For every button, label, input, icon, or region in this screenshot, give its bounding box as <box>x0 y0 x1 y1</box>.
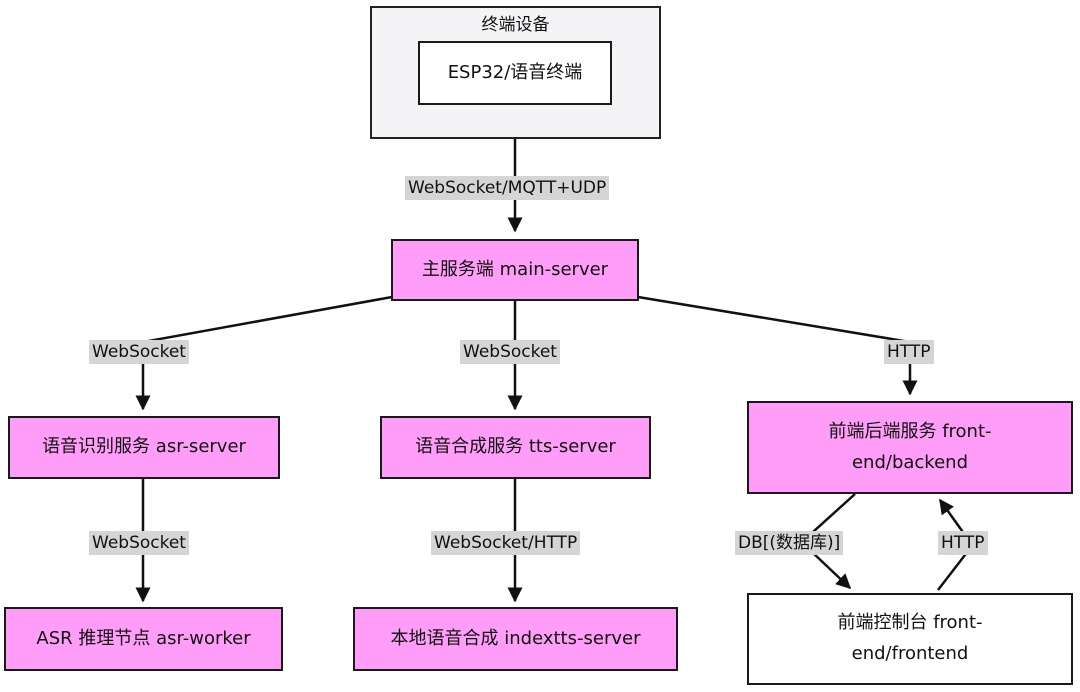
edge-label-main-backend: HTTP <box>884 340 934 365</box>
edge-label-main-asr: WebSocket <box>89 340 189 365</box>
node-indextts-server[interactable]: 本地语音合成 indextts-server <box>353 607 678 671</box>
node-frontend-frontend[interactable]: 前端控制台 front- end/frontend <box>747 593 1073 685</box>
edge-label-frontend-backend: HTTP <box>938 531 988 556</box>
node-main-server[interactable]: 主服务端 main-server <box>391 239 639 301</box>
node-indextts-server-label: 本地语音合成 indextts-server <box>390 627 641 649</box>
node-frontend-frontend-line2: end/frontend <box>851 643 969 664</box>
node-tts-server[interactable]: 语音合成服务 tts-server <box>380 416 651 479</box>
node-tts-server-label: 语音合成服务 tts-server <box>415 436 616 458</box>
edge-label-tts-indextts: WebSocket/HTTP <box>431 531 581 556</box>
node-esp32-label: ESP32/语音终端 <box>447 61 583 83</box>
node-frontend-backend-line1: 前端后端服务 front- <box>828 420 992 442</box>
edge-label-asr-worker: WebSocket <box>89 531 189 556</box>
node-frontend-backend[interactable]: 前端后端服务 front- end/backend <box>747 401 1073 494</box>
node-asr-server-label: 语音识别服务 asr-server <box>42 436 246 458</box>
node-frontend-backend-line2: end/backend <box>851 451 968 473</box>
edge-main-backend <box>637 295 918 396</box>
node-main-server-label: 主服务端 main-server <box>421 258 609 280</box>
cluster-title: 终端设备 <box>481 15 550 35</box>
node-asr-worker[interactable]: ASR 推理节点 asr-worker <box>4 607 283 671</box>
edge-label-esp32-main: WebSocket/MQTT+UDP <box>405 176 610 201</box>
node-asr-server[interactable]: 语音识别服务 asr-server <box>8 416 280 479</box>
node-frontend-frontend-line1: 前端控制台 front- <box>837 612 983 634</box>
edge-label-backend-db: DB[(数据库)] <box>735 531 844 556</box>
edge-label-main-tts: WebSocket <box>460 340 560 365</box>
node-esp32[interactable]: ESP32/语音终端 <box>418 41 612 105</box>
node-asr-worker-label: ASR 推理节点 asr-worker <box>36 627 251 649</box>
